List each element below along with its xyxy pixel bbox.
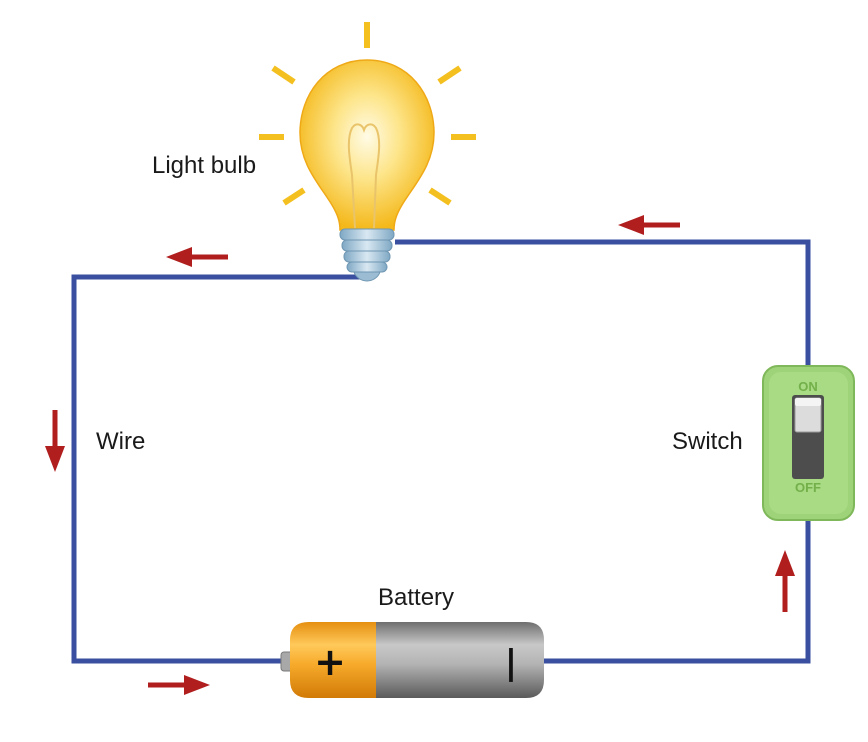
switch-on-text: ON — [798, 379, 818, 394]
current-arrow-icon — [775, 550, 795, 612]
battery-body-negative — [360, 622, 544, 698]
wire — [71, 239, 811, 664]
bulb-rays — [259, 22, 476, 206]
battery-negative-sign: | — [505, 643, 517, 683]
wire-segment — [71, 274, 360, 664]
current-arrow-icon — [148, 675, 210, 695]
battery-positive-sign: + — [314, 640, 346, 684]
battery-body-positive — [290, 622, 376, 698]
switch-label: Switch — [672, 428, 743, 455]
wire-segment — [395, 239, 811, 366]
switch-icon: ON OFF — [762, 365, 855, 521]
current-arrows — [45, 215, 795, 695]
current-arrow-icon — [618, 215, 680, 235]
wire-label: Wire — [96, 428, 146, 455]
bulb-filament — [347, 123, 381, 229]
current-arrow-icon — [45, 410, 65, 472]
wire-segment — [540, 520, 811, 664]
battery-label: Battery — [378, 584, 455, 611]
light-bulb-icon — [259, 22, 476, 282]
current-arrow-icon — [166, 247, 228, 267]
battery-icon: + | — [280, 622, 544, 698]
light-bulb-label: Light bulb — [152, 152, 257, 179]
bulb-base — [339, 228, 395, 282]
bulb-glass — [299, 59, 435, 231]
switch-off-text: OFF — [795, 480, 821, 495]
